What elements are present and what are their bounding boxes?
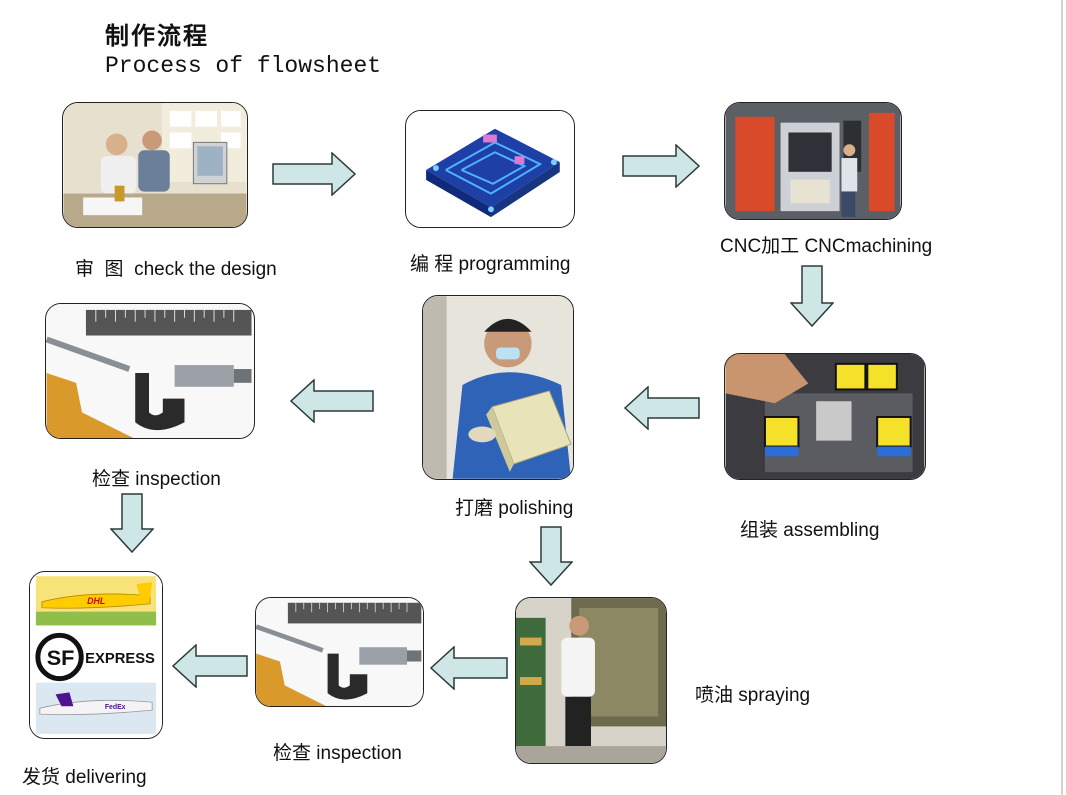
polishing-photo — [422, 295, 574, 480]
arrow-right-icon — [272, 152, 356, 196]
assembling-label: 组装 assembling — [740, 520, 880, 541]
dhl-logo-text: DHL — [87, 596, 105, 606]
inspection-label: 检查 inspection — [92, 469, 221, 490]
arrow-down-icon — [529, 526, 573, 586]
arrow-left-icon — [624, 386, 700, 430]
cnc-machining-label: CNC加工 CNCmachining — [720, 236, 933, 257]
spraying-photo — [515, 597, 667, 764]
page-title-chinese: 制作流程 — [105, 21, 209, 50]
delivering-label: 发货 delivering — [22, 767, 147, 788]
check-design-photo — [62, 102, 248, 228]
sf-logo-text: SF — [47, 645, 75, 670]
arrow-left-icon — [290, 379, 374, 423]
inspection-label: 检查 inspection — [273, 743, 402, 764]
arrow-right-icon — [622, 144, 700, 188]
arrow-down-icon — [790, 265, 834, 327]
assembling-photo — [724, 353, 926, 480]
polishing-label: 打磨 polishing — [455, 498, 574, 519]
fedex-logo-text: FedEx — [105, 704, 126, 711]
express-logo-text: EXPRESS — [85, 651, 155, 667]
delivering-logos-image: DHL SF EXPRESS FedEx — [29, 571, 163, 739]
page-title-english: Process of flowsheet — [105, 53, 382, 79]
arrow-down-icon — [110, 493, 154, 553]
arrow-left-icon — [430, 646, 508, 690]
inspection-photo — [255, 597, 424, 707]
inspection-photo — [45, 303, 255, 439]
programming-label: 编 程 programming — [410, 254, 571, 275]
programming-cad-image — [405, 110, 575, 228]
check-design-label: 审 图 check the design — [75, 259, 277, 280]
spraying-label: 喷油 spraying — [695, 685, 811, 706]
arrow-left-icon — [172, 644, 248, 688]
page-border — [1061, 0, 1063, 795]
cnc-machining-photo — [724, 102, 902, 220]
